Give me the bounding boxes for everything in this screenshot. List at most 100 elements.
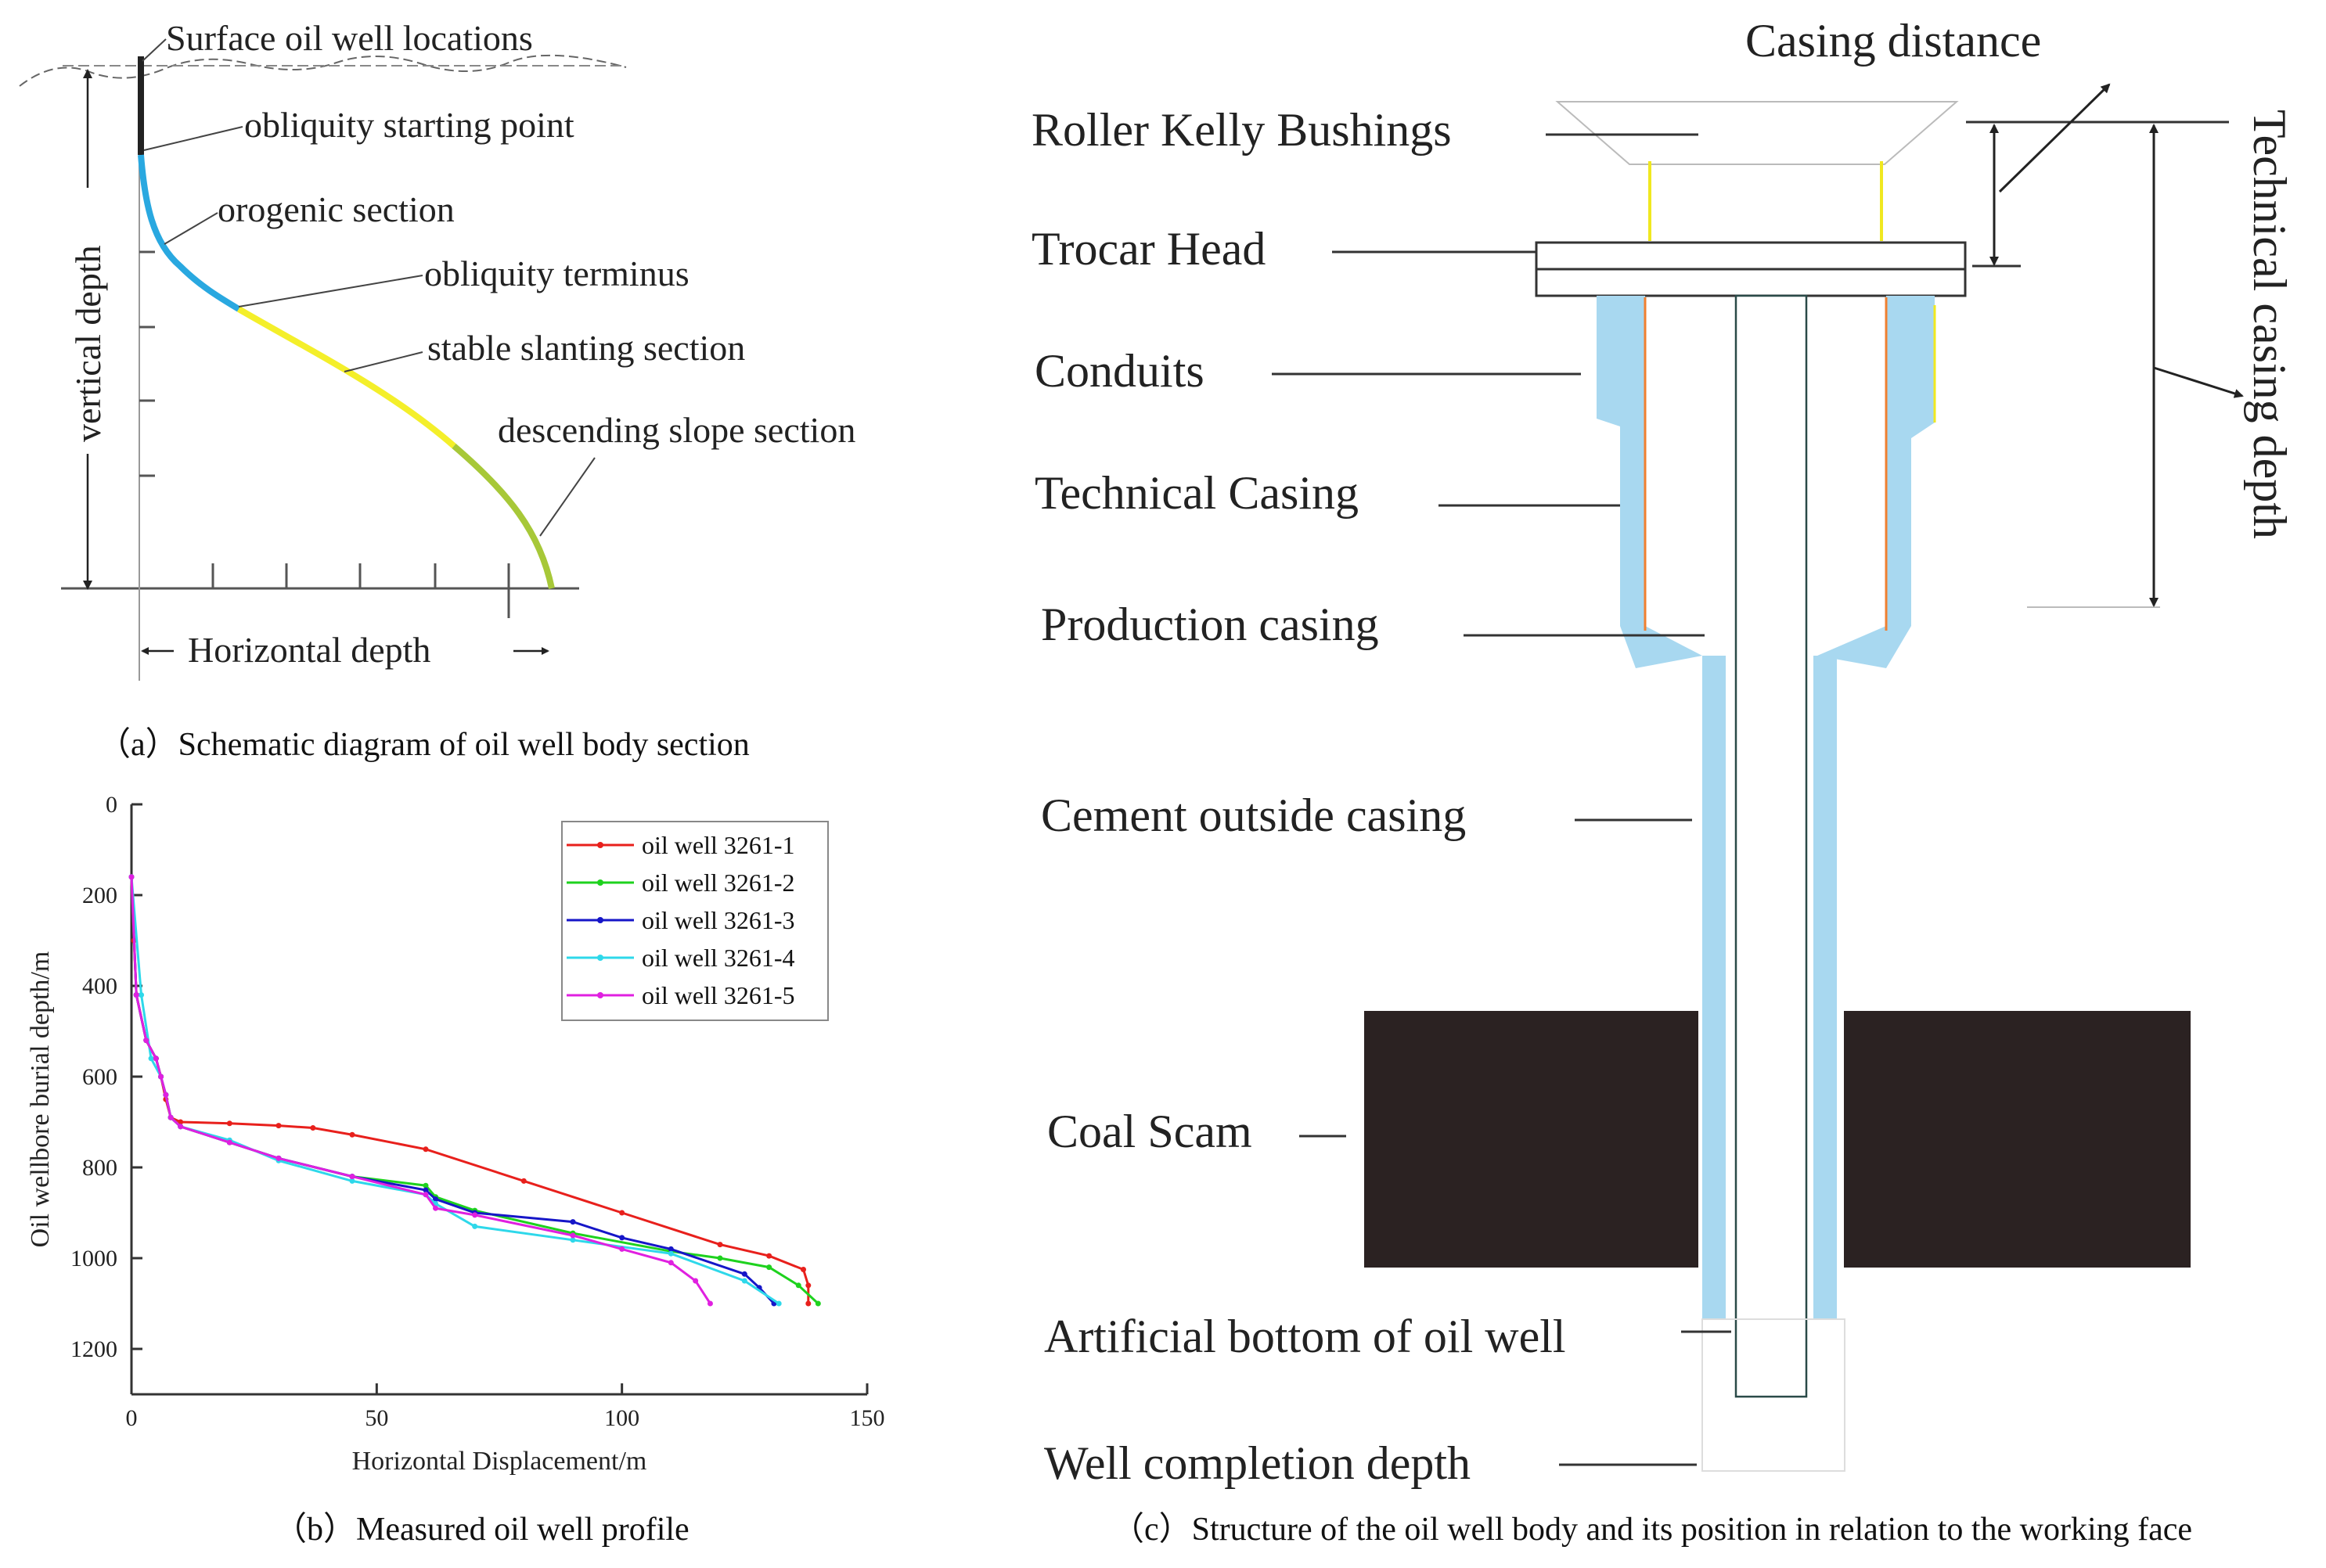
label-horizontal-depth: Horizontal depth — [188, 630, 430, 670]
series-1-point-15 — [619, 1210, 625, 1216]
series-3-point-15 — [619, 1235, 625, 1241]
kelly-bushing-shape — [1555, 101, 1959, 165]
label-vertical-depth: vertical depth — [68, 245, 108, 442]
series-3-point-17 — [741, 1271, 747, 1277]
series-5-point-4 — [158, 1074, 164, 1080]
label-stable: stable slanting section — [427, 328, 745, 368]
label-orogenic: orogenic section — [218, 189, 455, 229]
legend-label-5: oil well 3261-5 — [642, 981, 795, 1009]
legend-marker-4 — [597, 955, 603, 961]
series-5-point-17 — [693, 1278, 699, 1284]
series-1-point-11 — [310, 1125, 316, 1131]
panel-a: Surface oil well locations obliquity sta… — [19, 18, 855, 763]
coal-seam-right — [1844, 1011, 2191, 1268]
x-tick-label-2: 100 — [604, 1405, 639, 1431]
x-axis-label: Horizontal Displacement/m — [352, 1447, 647, 1476]
y-tick-label-4: 800 — [82, 1155, 117, 1181]
caption-a: （a）Schematic diagram of oil well body se… — [98, 727, 750, 763]
cement-upper-left — [1597, 296, 1702, 668]
series-2-point-18 — [795, 1282, 801, 1289]
series-5-point-12 — [433, 1205, 439, 1211]
label-start: obliquity starting point — [244, 105, 574, 145]
series-1-point-12 — [349, 1131, 355, 1138]
x-tick-label-3: 150 — [850, 1405, 885, 1431]
series-1-point-13 — [423, 1146, 429, 1153]
series-2-point-17 — [766, 1264, 772, 1271]
series-5-point-6 — [167, 1114, 174, 1120]
legend-label-3: oil well 3261-3 — [642, 906, 795, 934]
y-tick-label-0: 0 — [106, 792, 117, 818]
series-5-point-10 — [349, 1174, 355, 1180]
series-5-point-18 — [707, 1300, 713, 1307]
series-5-point-2 — [143, 1038, 149, 1044]
series-3-point-14 — [570, 1219, 576, 1225]
label-terminus: obliquity terminus — [424, 254, 690, 293]
legend-marker-1 — [597, 842, 603, 848]
cement-right — [1813, 656, 1837, 1319]
series-5-point-1 — [133, 992, 139, 998]
series-5-point-7 — [178, 1124, 184, 1130]
label-trocar: Trocar Head — [1032, 223, 1266, 275]
label-completion: Well completion depth — [1044, 1437, 1471, 1489]
label-artificial: Artificial bottom of oil well — [1044, 1311, 1566, 1362]
series-5-point-16 — [668, 1260, 674, 1266]
legend-label-1: oil well 3261-1 — [642, 831, 795, 859]
series-1-point-8 — [178, 1119, 184, 1125]
series-5-point-15 — [619, 1246, 625, 1252]
legend-marker-5 — [597, 992, 603, 998]
series-2-point-16 — [717, 1255, 723, 1261]
series-4-point-13 — [570, 1237, 576, 1243]
stable-section — [236, 306, 456, 449]
legend-marker-3 — [597, 917, 603, 923]
series-4-point-14 — [668, 1250, 674, 1257]
production-tube — [1734, 294, 1808, 1398]
series-5-point-0 — [128, 874, 135, 880]
series-1-point-17 — [766, 1253, 772, 1259]
label-surface: Surface oil well locations — [166, 18, 533, 58]
series-1-point-19 — [805, 1282, 812, 1289]
y-tick-label-5: 1000 — [70, 1246, 117, 1271]
series-4-point-1 — [139, 992, 145, 998]
series-1-point-16 — [717, 1242, 723, 1248]
y-tick-label-6: 1200 — [70, 1336, 117, 1362]
series-5-point-13 — [472, 1212, 478, 1218]
series-3-point-16 — [668, 1246, 674, 1252]
cement-upper-right — [1817, 296, 1935, 668]
label-coal: Coal Scam — [1047, 1106, 1252, 1157]
series-5-point-8 — [226, 1139, 232, 1145]
series-4-point-16 — [776, 1300, 782, 1307]
series-2-point-19 — [815, 1300, 821, 1307]
label-descending: descending slope section — [498, 410, 855, 450]
series-3-point-12 — [433, 1196, 439, 1203]
label-casing-distance: Casing distance — [1745, 15, 2041, 67]
series-5-point-14 — [570, 1232, 576, 1239]
series-1-point-10 — [275, 1123, 282, 1129]
orogenic-section — [138, 154, 241, 312]
y-tick-label-3: 600 — [82, 1064, 117, 1090]
label-cement: Cement outside casing — [1041, 789, 1466, 841]
series-5-point-9 — [275, 1155, 282, 1161]
descending-section — [452, 443, 555, 589]
series-2-point-11 — [423, 1182, 429, 1189]
legend-label-4: oil well 3261-4 — [642, 944, 795, 972]
legend-label-2: oil well 3261-2 — [642, 869, 795, 897]
series-5-point-3 — [153, 1056, 159, 1062]
caption-b: （b）Measured oil well profile — [274, 1512, 690, 1548]
label-conduits: Conduits — [1035, 345, 1204, 397]
cement-left — [1702, 656, 1726, 1319]
y-axis-label: Oil wellbore burial depth/m — [26, 951, 55, 1248]
series-3-point-11 — [423, 1187, 429, 1193]
series-4-point-2 — [148, 1056, 154, 1062]
series-5-point-11 — [423, 1192, 429, 1198]
label-kelly: Roller Kelly Bushings — [1032, 104, 1452, 156]
label-technical-depth: Technical casing depth — [2244, 110, 2295, 539]
label-technical-casing: Technical Casing — [1035, 467, 1359, 519]
caption-c: （c）Structure of the oil well body and it… — [1111, 1512, 2192, 1548]
series-4-point-9 — [349, 1178, 355, 1184]
y-tick-label-2: 400 — [82, 973, 117, 999]
series-1-point-9 — [226, 1120, 232, 1127]
label-production-casing: Production casing — [1041, 599, 1379, 650]
x-tick-label-1: 50 — [365, 1405, 388, 1431]
